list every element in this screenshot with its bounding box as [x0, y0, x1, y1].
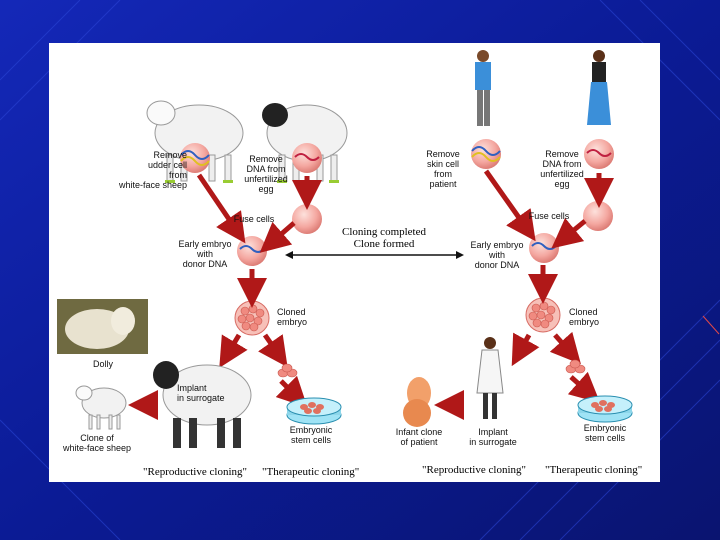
white-face-sheep-icon	[146, 100, 244, 183]
right-cloned-embryo-icon	[525, 297, 561, 333]
enucleated-egg-icon	[292, 204, 322, 234]
diagram-graphics	[57, 50, 633, 448]
male-patient-icon	[475, 50, 491, 126]
clone-sheep-icon	[75, 385, 127, 430]
right-early-embryo-icon	[529, 233, 559, 263]
dolly-photo	[57, 299, 148, 354]
cloned-embryo-icon	[234, 300, 270, 336]
label-fuse-right: Fuse cells	[528, 211, 570, 221]
center-line-1: Cloning completed	[341, 226, 426, 238]
infant-icon	[403, 377, 431, 427]
embryo-cluster-icon	[277, 363, 298, 378]
cloning-completed-box: Cloning completed Clone formed	[329, 226, 439, 250]
doctor-icon	[476, 337, 504, 419]
caption-left-reproductive: "Reproductive cloning"	[143, 466, 247, 478]
petri-dish-left-icon	[286, 397, 342, 425]
black-face-sheep-icon	[262, 103, 348, 183]
left-flow-arrows	[128, 173, 322, 420]
skin-cell-icon	[471, 139, 501, 169]
center-line-2: Clone formed	[353, 238, 415, 250]
egg-cell-icon	[292, 143, 322, 173]
right-egg-cell-icon	[584, 139, 614, 169]
right-embryo-cluster-icon	[565, 359, 586, 374]
female-donor-icon	[587, 50, 611, 125]
caption-left-therapeutic: "Therapeutic cloning"	[262, 466, 360, 478]
caption-right-therapeutic: "Therapeutic cloning"	[545, 464, 643, 476]
right-enucleated-egg-icon	[583, 201, 613, 231]
caption-right-reproductive: "Reproductive cloning"	[422, 464, 526, 476]
petri-dish-right-icon	[577, 395, 633, 423]
label-fuse-left: Fuse cells	[233, 214, 275, 224]
label-dolly: Dolly	[92, 359, 113, 369]
udder-cell-icon	[180, 143, 210, 173]
right-flow-arrows	[434, 169, 614, 420]
surrogate-sheep-icon	[153, 361, 252, 448]
